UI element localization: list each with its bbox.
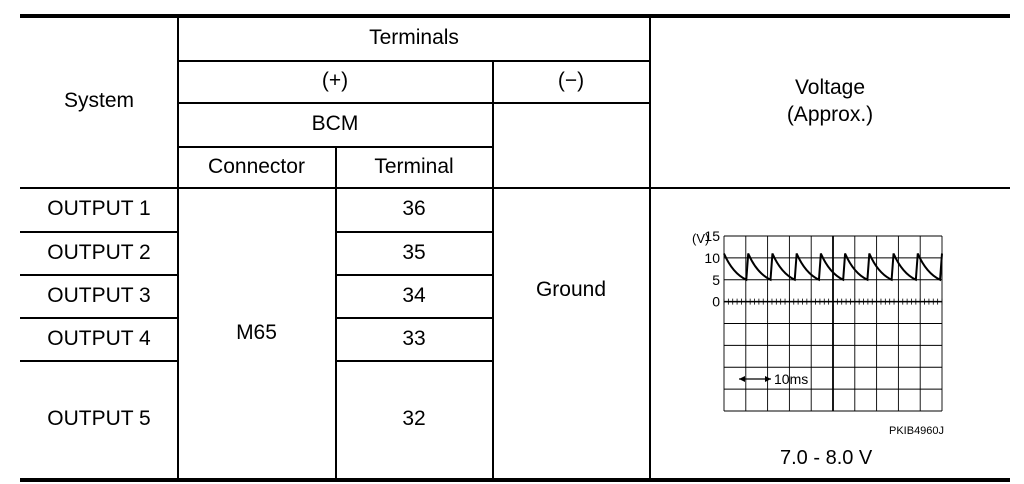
grid-line (492, 60, 494, 480)
grid-line (20, 231, 178, 233)
system-cell-2: OUTPUT 2 (47, 240, 151, 264)
header-bcm: BCM (311, 112, 359, 136)
figure-code: PKIB4960J (889, 425, 945, 437)
time-scale-label: 10ms (774, 371, 808, 387)
grid-line (649, 16, 651, 480)
header-voltage-label: Voltage (794, 76, 866, 100)
y-tick-label: 0 (712, 294, 720, 310)
header-plus: (+) (321, 69, 349, 93)
grid-line (20, 274, 178, 276)
connector-cell: M65 (236, 320, 277, 344)
grid-line (20, 360, 178, 362)
y-unit-label: (V) (692, 231, 709, 246)
system-cell-1: OUTPUT 1 (47, 197, 151, 221)
grid-line (177, 146, 493, 148)
terminal-cell-1: 36 (402, 197, 426, 221)
grid-line (335, 317, 493, 319)
grid-line (177, 102, 650, 104)
table-top-rule (20, 14, 1010, 18)
grid-line (177, 16, 179, 480)
header-minus: (−) (557, 69, 585, 93)
grid-line (335, 146, 337, 480)
time-scale-marker (739, 376, 771, 382)
terminal-cell-2: 35 (402, 240, 426, 264)
terminal-cell-4: 33 (402, 326, 426, 350)
voltage-range: 7.0 - 8.0 V (780, 447, 873, 469)
system-cell-4: OUTPUT 4 (47, 326, 151, 350)
grid-line (335, 231, 493, 233)
system-cell-3: OUTPUT 3 (47, 283, 151, 307)
waveform-series-line (723, 253, 943, 282)
header-terminal: Terminal (374, 154, 454, 178)
header-voltage-sub: (Approx.) (786, 102, 874, 126)
grid-line (20, 187, 1010, 189)
terminal-cell-5: 32 (402, 407, 426, 431)
grid-line (335, 274, 493, 276)
header-system: System (63, 89, 134, 113)
grid-line (335, 360, 493, 362)
terminal-cell-3: 34 (402, 283, 426, 307)
y-tick-label: 10 (704, 250, 720, 266)
y-tick-label: 15 (704, 228, 720, 244)
header-voltage: Voltage (Approx.) (650, 16, 1010, 187)
y-tick-label: 5 (712, 272, 720, 288)
voltage-waveform-chart: (V) 0 5 10 15 10ms (692, 228, 943, 412)
header-connector: Connector (208, 154, 305, 178)
system-cell-5: OUTPUT 5 (47, 407, 151, 431)
table-bottom-rule (20, 478, 1010, 482)
grid-line (177, 60, 650, 62)
ground-cell: Ground (535, 278, 607, 302)
header-terminals: Terminals (369, 25, 459, 49)
grid-line (20, 317, 178, 319)
